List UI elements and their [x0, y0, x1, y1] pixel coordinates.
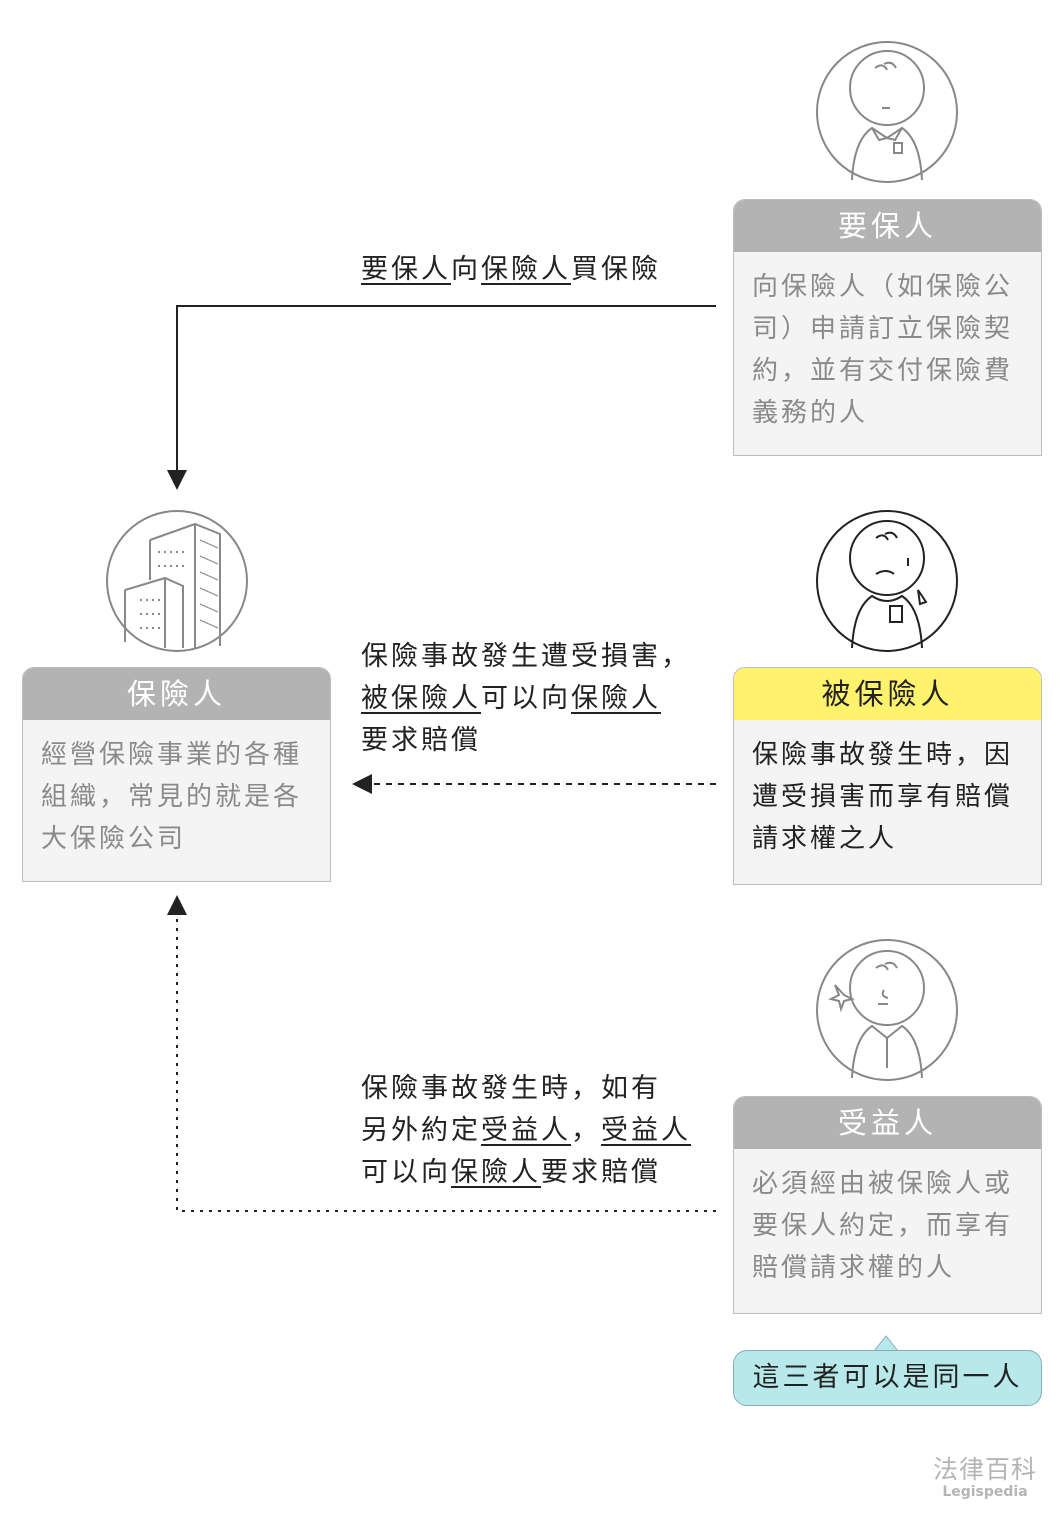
policyholder-box: 要保人 向保險人（如保險公司）申請訂立保險契約，並有交付保險費義務的人	[733, 199, 1042, 456]
term-insurer: 保險人	[481, 254, 571, 285]
text: ，	[571, 1115, 601, 1146]
policyholder-desc: 向保險人（如保險公司）申請訂立保險契約，並有交付保險費義務的人	[752, 272, 1014, 428]
insurer-title: 保險人	[23, 668, 330, 720]
arrow3-label: 保險事故發生時，如有 另外約定受益人，受益人 可以向保險人要求賠償	[361, 1068, 691, 1194]
insured-desc: 保險事故發生時，因遭受損害而享有賠償請求權之人	[752, 740, 1014, 854]
policyholder-avatar-icon	[816, 41, 958, 183]
insurer-box: 保險人 經營保險事業的各種組織，常見的就是各大保險公司	[22, 667, 331, 882]
logo-zh: 法律百科	[932, 1455, 1037, 1484]
text: 可以向	[481, 683, 571, 714]
text: 保險事故發生遭受損害，	[361, 641, 691, 672]
text: 另外約定	[361, 1115, 481, 1146]
beneficiary-box: 受益人 必須經由被保險人或要保人約定，而享有賠償請求權的人	[733, 1096, 1042, 1314]
text: 買保險	[571, 254, 661, 285]
text: 保險事故發生時，如有	[361, 1073, 661, 1104]
beneficiary-avatar-icon	[816, 939, 958, 1081]
logo-en: Legispedia	[942, 1484, 1028, 1500]
term-insured: 被保險人	[361, 683, 481, 714]
arrow1-label: 要保人向保險人買保險	[361, 249, 661, 291]
callout-pointer	[873, 1335, 899, 1352]
arrow2-label: 保險事故發生遭受損害， 被保險人可以向保險人 要求賠償	[361, 636, 691, 762]
legispedia-logo: 法律百科 Legispedia	[930, 1450, 1040, 1500]
insurer-desc: 經營保險事業的各種組織，常見的就是各大保險公司	[41, 740, 303, 854]
policyholder-title: 要保人	[734, 200, 1041, 252]
text: 要求賠償	[361, 725, 481, 756]
text: 要求賠償	[541, 1157, 661, 1188]
insured-avatar-icon	[816, 510, 958, 652]
term-insurer: 保險人	[571, 683, 661, 714]
term-policyholder: 要保人	[361, 254, 451, 285]
text: 可以向	[361, 1157, 451, 1188]
arrow-buy-insurance	[167, 305, 716, 490]
term-insurer: 保險人	[451, 1157, 541, 1188]
beneficiary-desc: 必須經由被保險人或要保人約定，而享有賠償請求權的人	[752, 1169, 1014, 1283]
term-beneficiary: 受益人	[601, 1115, 691, 1146]
same-person-callout: 這三者可以是同一人	[733, 1350, 1042, 1406]
beneficiary-title: 受益人	[734, 1097, 1041, 1149]
insurer-building-icon	[106, 510, 248, 652]
insured-box: 被保險人 保險事故發生時，因遭受損害而享有賠償請求權之人	[733, 667, 1042, 885]
text: 向	[451, 254, 481, 285]
insured-title: 被保險人	[734, 668, 1041, 720]
term-beneficiary: 受益人	[481, 1115, 571, 1146]
